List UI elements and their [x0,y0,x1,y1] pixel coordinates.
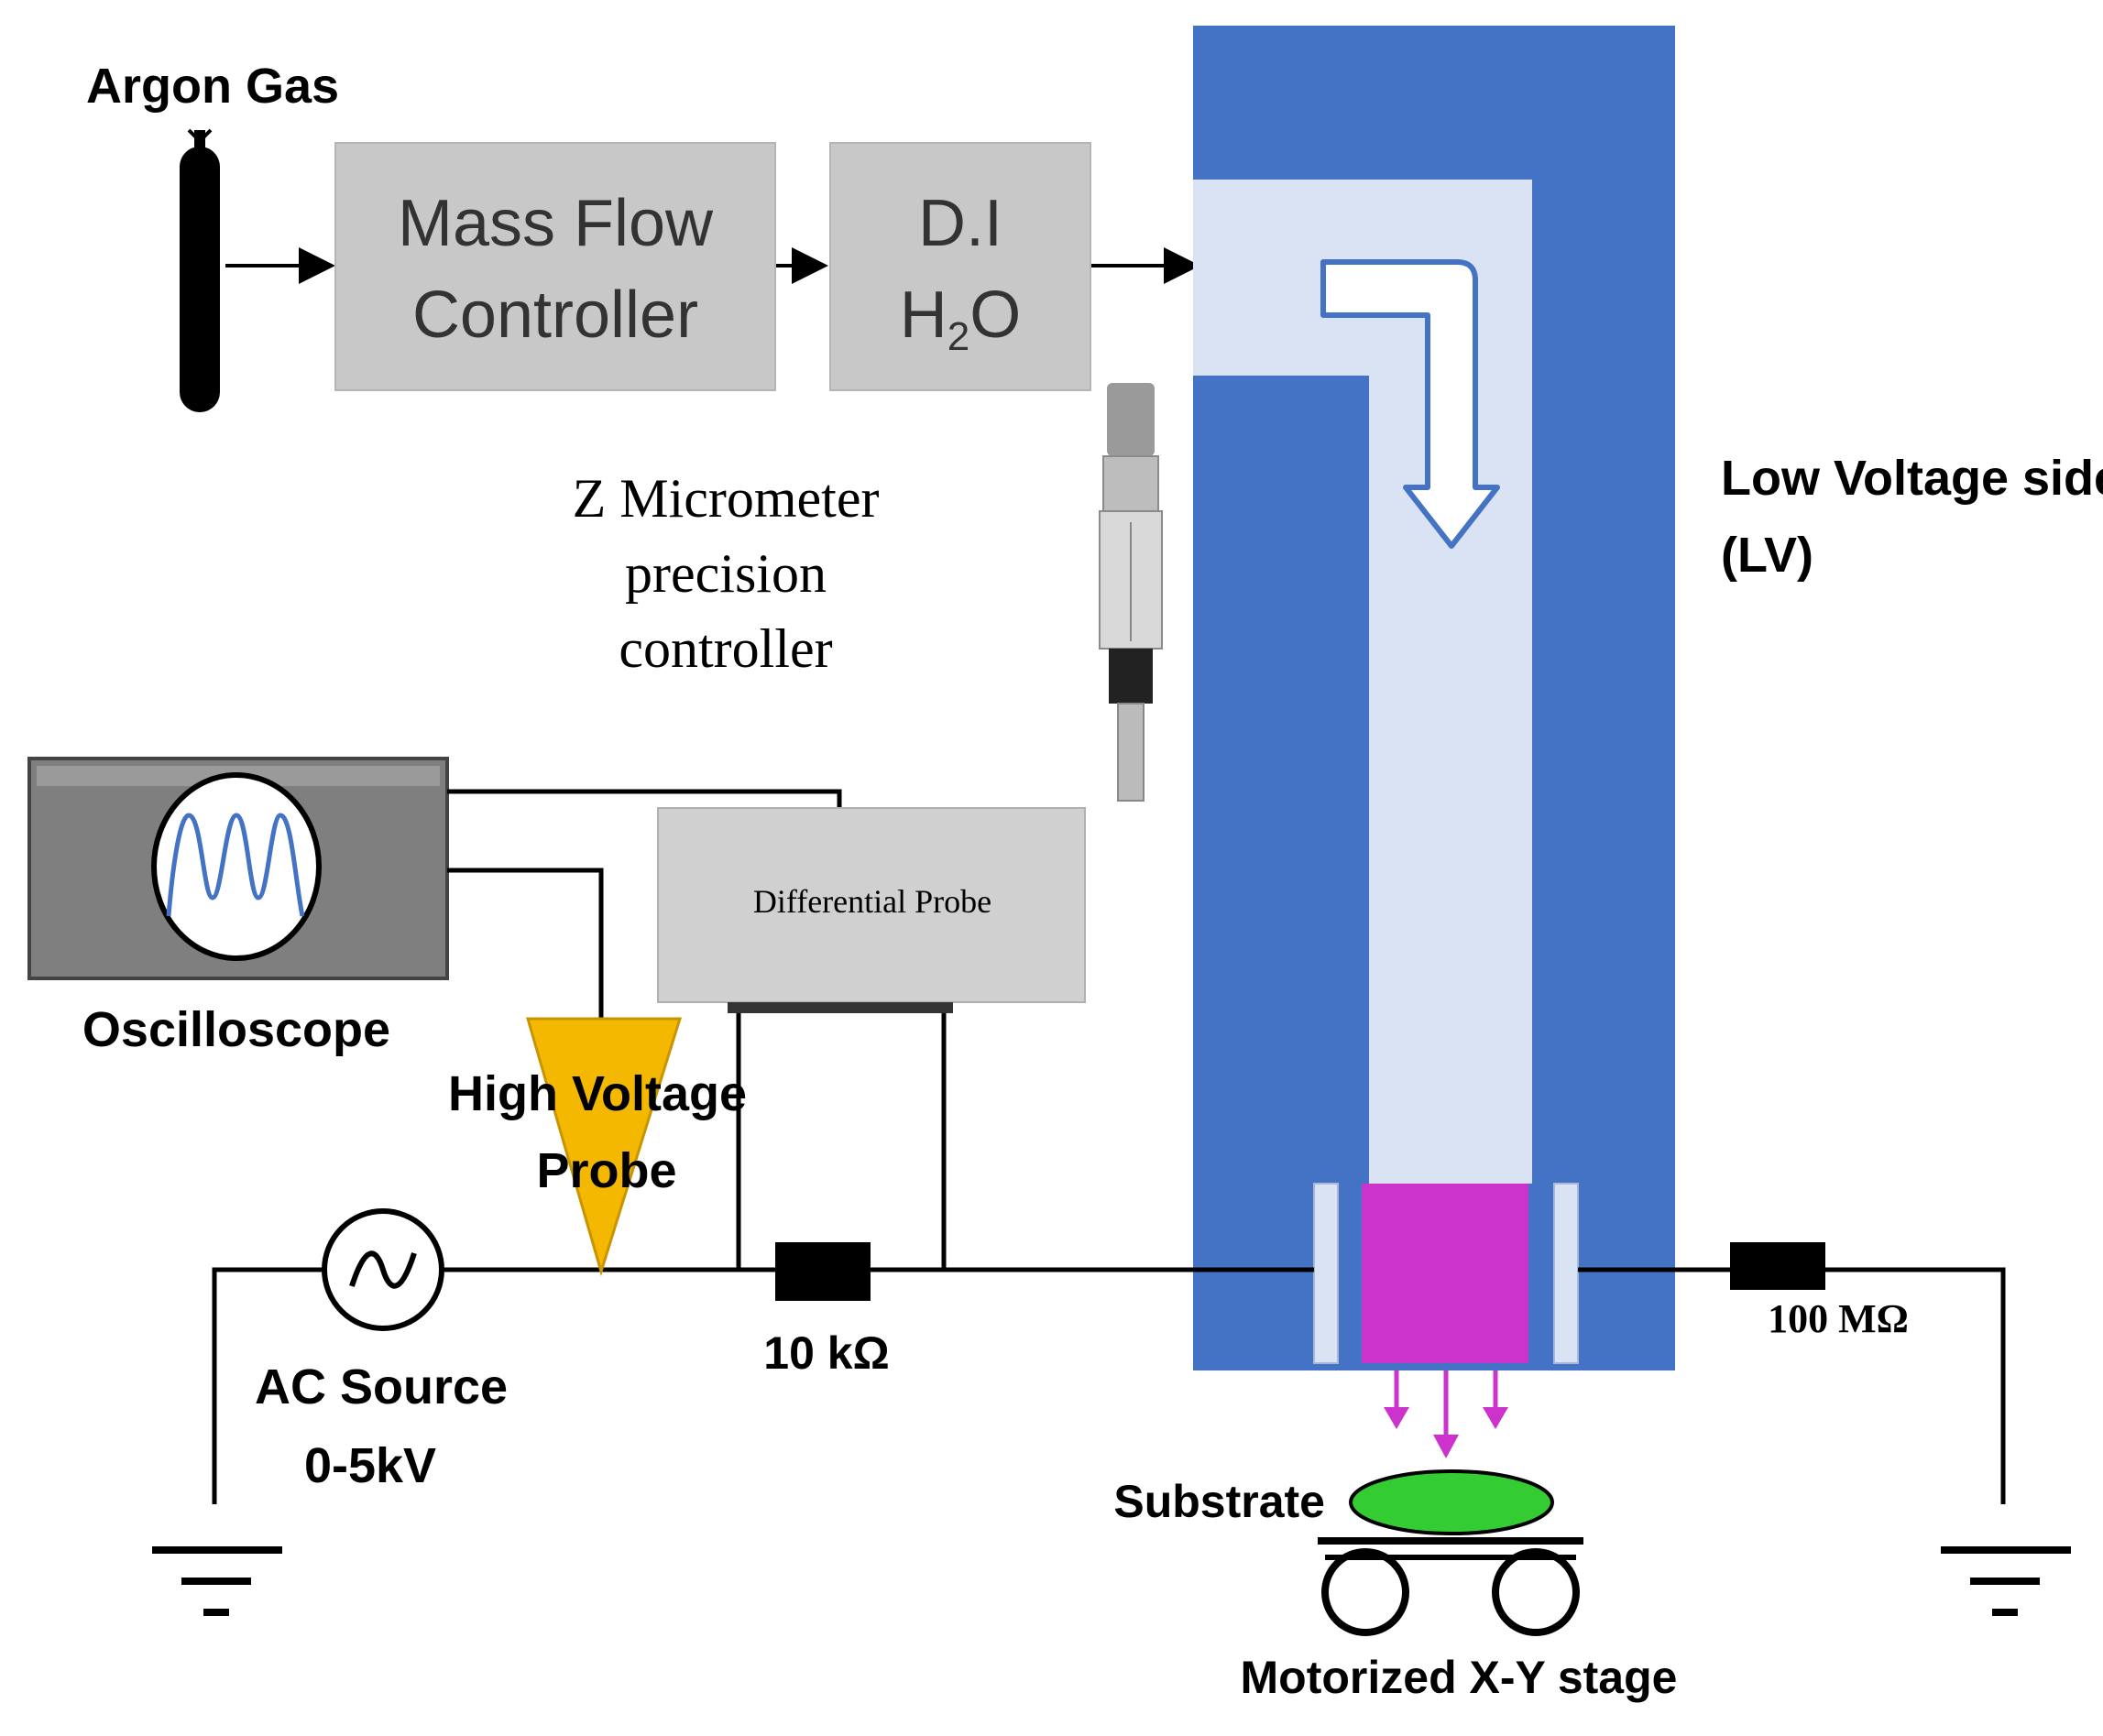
di-label-line2: H2O [900,278,1022,359]
resistor-100m [1730,1242,1825,1290]
low-voltage-label-line1: Low Voltage side [1721,451,2103,506]
waveform-icon [166,813,305,917]
plasma-jet-arrows [1384,1370,1508,1458]
oscilloscope-label: Oscilloscope [82,1002,390,1057]
differential-probe-box [657,807,1086,1003]
resistor-100m-label: 100 MΩ [1768,1296,1909,1341]
di-label-line1: D.I [918,187,1002,260]
hv-probe-label-line1: High Voltage [448,1066,747,1121]
mass-flow-controller-box [334,142,776,391]
z-micrometer-icon [1099,383,1163,802]
sine-wave-icon [349,1250,417,1289]
micrometer-label-line1: Z Micrometer [573,468,880,529]
mass-flow-label-line1: Mass Flow [398,187,714,260]
xy-stage-label: Motorized X-Y stage [1241,1652,1678,1703]
micrometer-label-line2: precision [625,543,827,604]
ground-left-icon [152,1546,282,1616]
differential-probe-base [728,1002,953,1013]
dielectric-left [1313,1183,1339,1364]
argon-cylinder-icon [180,128,220,412]
ac-source-label-line2: 0-5kV [304,1438,436,1493]
hv-probe-triangle [526,1017,683,1277]
osc-lead-to-hv-probe [447,868,604,1019]
substrate-ellipse [1349,1469,1554,1535]
hv-probe-label-line2: Probe [536,1143,676,1198]
resistor-10k [775,1242,871,1301]
substrate-label: Substrate [1113,1476,1325,1527]
mass-flow-label-line2: Controller [412,278,698,352]
xy-stage-icon [1318,1537,1583,1636]
argon-gas-label: Argon Gas [86,59,339,114]
micrometer-label-line3: controller [619,618,832,679]
main-circuit-wire-right [1578,1267,2006,1504]
low-voltage-label-line2: (LV) [1721,528,1813,583]
main-circuit-wire-left [212,1267,324,1504]
gas-flow-arrow-icon [1320,259,1500,549]
ac-source-label-line1: AC Source [255,1359,508,1414]
ground-right-icon [1941,1546,2071,1616]
differential-probe-label: Differential Probe [753,883,991,920]
di-water-box [829,142,1091,391]
plasma-zone [1362,1184,1528,1363]
osc-lead-to-diff-probe [447,789,842,808]
resistor-10k-label: 10 kΩ [763,1327,889,1379]
dielectric-right [1553,1183,1579,1364]
